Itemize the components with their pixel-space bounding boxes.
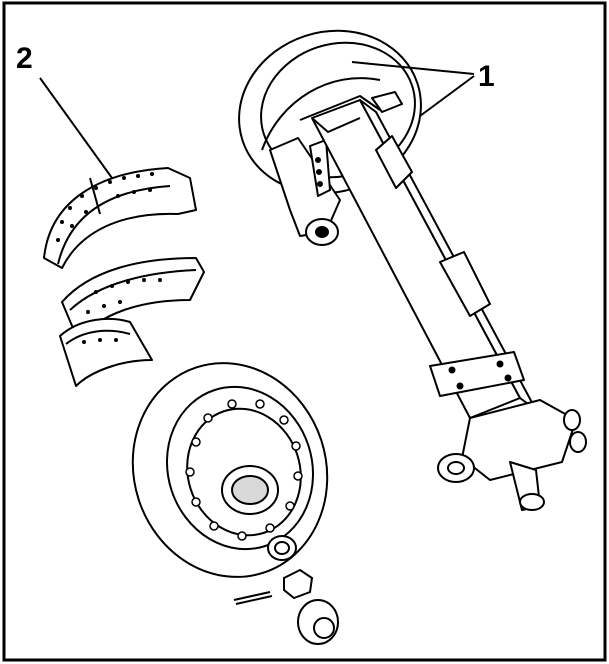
stub-axle [437,399,587,511]
washer-hole [274,541,290,555]
callout-2-leader [39,77,113,179]
axle-assembly [238,29,587,511]
wheel-stud-holes [185,399,303,541]
castle-nut [283,568,314,600]
cotter-pin-leg [235,595,273,605]
hub-cap-center [313,617,335,639]
callout-1-leaders [351,61,475,117]
hub-small-parts [233,535,339,645]
callout-label-2: 2 [16,42,33,75]
callout-label-1: 1 [478,60,495,93]
brake-lining-dots-lower [82,278,162,344]
brake-shoe-lower [59,317,153,387]
brake-lever [269,137,341,246]
brake-lining-dots-upper [56,172,154,242]
axle-beam [311,99,537,419]
cotter-pin [233,591,271,601]
brake-drum [131,362,329,578]
brake-shoes [43,167,205,387]
